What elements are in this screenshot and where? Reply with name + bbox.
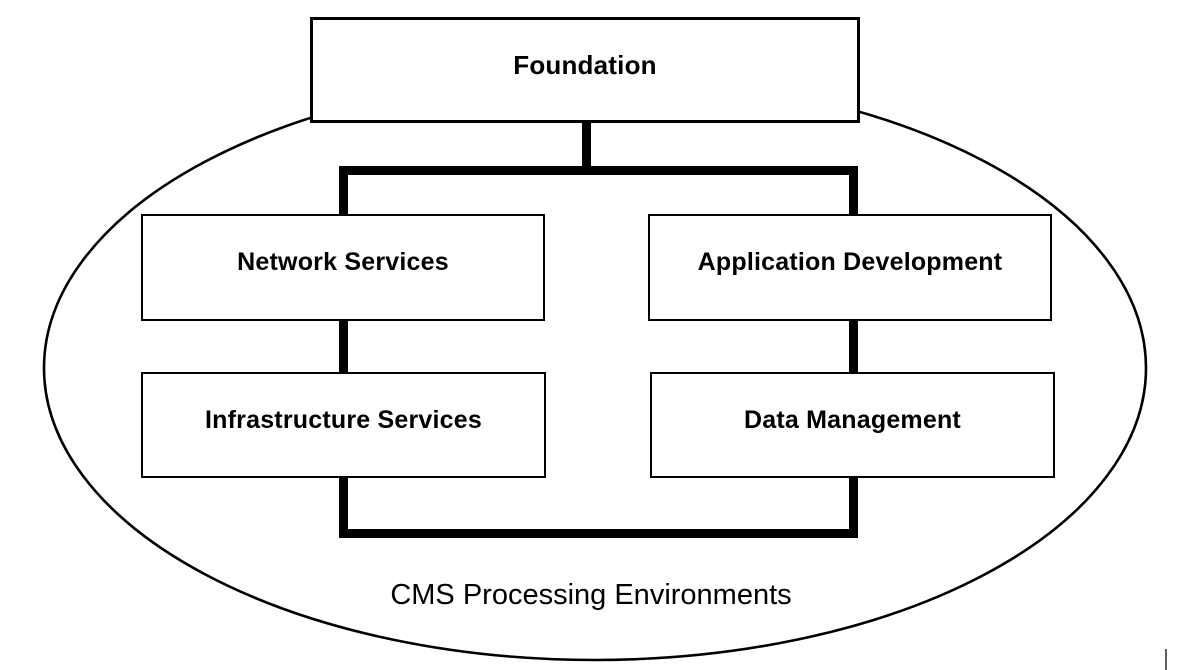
cms-environments-caption: CMS Processing Environments (390, 579, 792, 611)
foundation-box: Foundation (310, 17, 860, 123)
foundation-label: Foundation (513, 49, 657, 80)
ellipse-outline (42, 74, 1148, 662)
node-application-development: Application Development (648, 214, 1052, 321)
node-label: Application Development (697, 248, 1003, 276)
node-label: Data Management (744, 405, 961, 434)
cursor-artifact-line (1165, 649, 1167, 670)
connector-left-vertical (339, 166, 348, 538)
connector-right-vertical (849, 166, 858, 538)
connector-bottom-horizontal (339, 529, 858, 538)
node-data-management: Data Management (650, 372, 1055, 478)
node-network-services: Network Services (141, 214, 545, 321)
node-label: Infrastructure Services (205, 405, 482, 434)
node-infrastructure-services: Infrastructure Services (141, 372, 546, 478)
connector-top-horizontal (339, 166, 858, 175)
connector-foundation-stem (582, 122, 591, 175)
node-label: Network Services (237, 248, 449, 276)
